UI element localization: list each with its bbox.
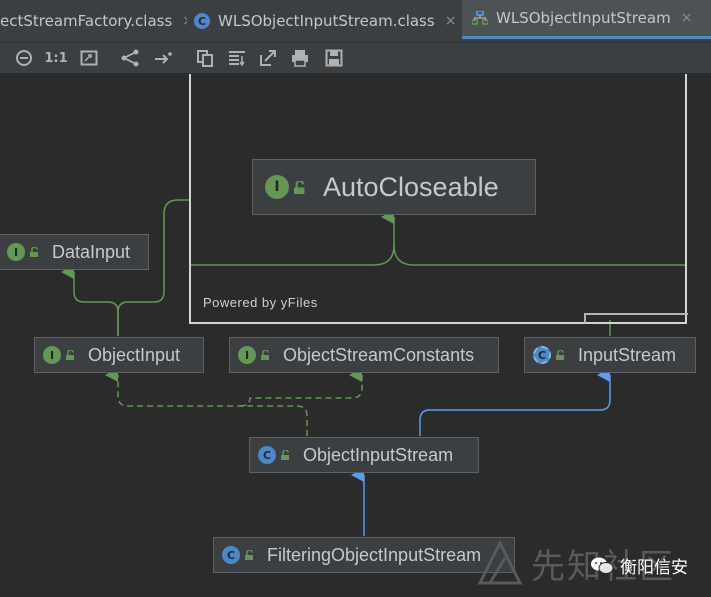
class-file-icon: C [194,13,210,29]
copy-icon[interactable] [195,48,215,68]
abstract-class-icon: C [533,346,551,364]
unlocked-icon [66,350,74,360]
node-label: FilteringObjectInputStream [267,544,482,565]
overview-inner-frame [584,313,688,323]
save-icon[interactable] [324,48,344,68]
wechat-badge-text: 衡阳信安 [620,558,688,578]
interface-icon: I [238,346,256,364]
node-label: DataInput [52,241,131,262]
tab-object-stream-factory[interactable]: ectStreamFactory.class × [0,0,187,42]
node-label: ObjectInputStream [303,444,454,465]
edge-ois-inputstream [419,368,611,436]
interface-icon: I [7,243,25,261]
diagram-canvas[interactable]: Powered by yFiles I AutoCloseable I Data… [0,74,711,597]
layout-icon[interactable] [120,48,140,68]
inheritance-edges [61,199,687,536]
edge-objectinput-datainput [61,265,119,336]
unlocked-icon [245,550,253,560]
diagram-toolbar: 1:1 [0,43,711,74]
tab-label: WLSObjectInputStream [496,9,671,27]
node-inputstream[interactable]: C InputStream [524,337,696,373]
node-label: ObjectStreamConstants [283,344,475,365]
interface-icon: I [43,346,61,364]
close-icon[interactable]: × [182,13,187,29]
close-icon[interactable]: × [444,13,457,29]
tab-label: WLSObjectInputStream.class [218,12,435,30]
interface-icon: I [265,175,289,199]
tab-wls-object-input-stream-diagram[interactable]: WLSObjectInputStream × [462,0,711,39]
wechat-badge: 衡阳信安 [590,553,688,578]
zoom-out-icon[interactable] [14,48,34,68]
wechat-icon [591,557,614,574]
edge-objectinput-autocloseable [117,199,189,336]
class-icon: C [258,446,276,464]
node-filteringobjectinputstream[interactable]: C FilteringObjectInputStream [213,537,515,573]
node-objectinputstream[interactable]: C ObjectInputStream [249,437,479,473]
fit-content-icon[interactable] [79,48,99,68]
unlocked-icon [556,350,564,360]
unlocked-icon [261,350,269,360]
editor-tab-bar: ectStreamFactory.class × C WLSObjectInpu… [0,0,711,43]
node-objectinput[interactable]: I ObjectInput [34,337,204,373]
edge-ois-objectstreamconstants [239,368,363,407]
overview-viewport[interactable] [189,74,687,324]
export-icon[interactable] [258,48,278,68]
class-icon: C [222,546,240,564]
unlocked-icon [30,247,38,257]
diagram-icon [472,11,488,25]
node-datainput[interactable]: I DataInput [0,234,149,270]
apply-layout-icon[interactable] [227,48,247,68]
tab-label: ectStreamFactory.class [0,12,173,30]
node-autocloseable[interactable]: I AutoCloseable [252,159,536,215]
print-icon[interactable] [290,48,310,68]
tab-wls-object-input-stream-class[interactable]: C WLSObjectInputStream.class × [194,0,459,42]
actual-size-icon[interactable]: 1:1 [44,50,68,66]
node-objectstreamconstants[interactable]: I ObjectStreamConstants [229,337,499,373]
powered-by-label: Powered by yFiles [203,295,318,310]
node-label: ObjectInput [88,344,181,365]
route-edges-icon[interactable] [153,48,173,68]
unlocked-icon [281,450,289,460]
xianzhi-logo-icon [477,539,523,585]
node-label: InputStream [578,344,677,365]
edge-ois-objectinput [105,368,308,436]
unlocked-icon [294,180,305,194]
close-icon[interactable]: × [680,10,693,26]
node-label: AutoCloseable [323,171,499,202]
